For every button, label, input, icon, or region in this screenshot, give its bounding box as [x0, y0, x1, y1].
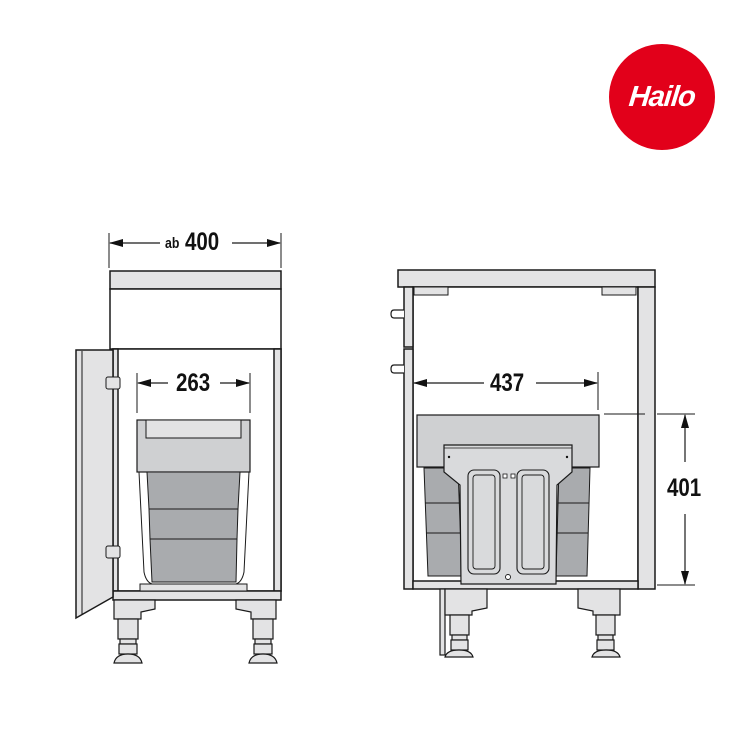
bin-width-value: 263 [176, 369, 211, 397]
front-view-cabinet [75, 233, 282, 664]
front-view-bin [136, 419, 251, 592]
dimension-bin-width [136, 373, 251, 413]
cabinet-width-prefix: ab [165, 235, 180, 252]
hailo-logo: Hailo [609, 44, 715, 150]
side-view-legs [439, 588, 621, 658]
cabinet-width-value: 400 [185, 228, 220, 256]
dimension-bin-height [604, 413, 695, 586]
front-view-legs [113, 599, 278, 664]
bin-height-value: 401 [667, 474, 702, 502]
dimension-cabinet-width [108, 233, 282, 268]
dimension-bin-depth [413, 372, 599, 410]
bin-depth-value: 437 [490, 369, 525, 397]
side-view-bin [416, 414, 600, 585]
side-view-cabinet [390, 269, 695, 658]
